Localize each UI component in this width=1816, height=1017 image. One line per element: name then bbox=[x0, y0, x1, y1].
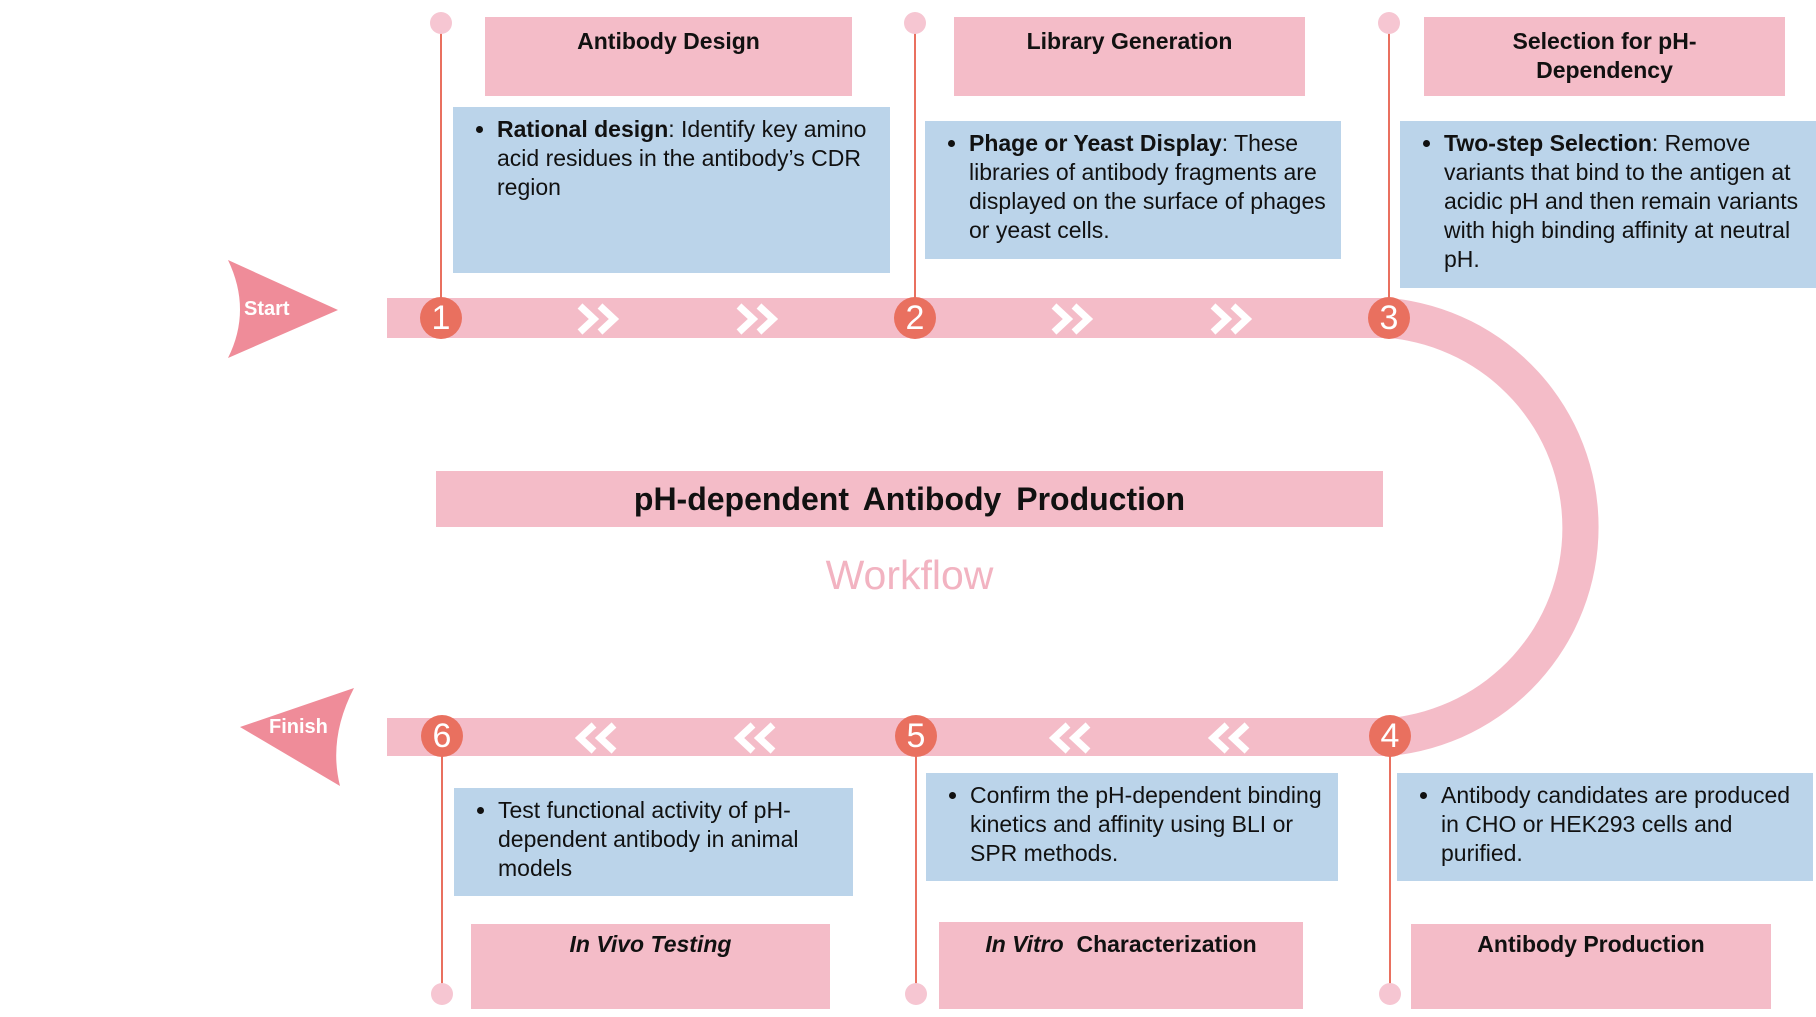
step-5-title: Characterization bbox=[1076, 931, 1257, 957]
page-title: pH-dependent Antibody Production bbox=[436, 471, 1383, 527]
step-number-2: 2 bbox=[894, 297, 936, 339]
step-3-title-box: Selection for pH-Dependency bbox=[1424, 17, 1785, 96]
finish-arrow-icon bbox=[240, 688, 354, 786]
step-6-title: Testing bbox=[650, 931, 732, 957]
step-5-description: Confirm the pH-dependent binding kinetic… bbox=[926, 773, 1338, 881]
step-2-description: Phage or Yeast Display: These libraries … bbox=[925, 121, 1341, 259]
dot-6 bbox=[431, 983, 453, 1005]
dot-2 bbox=[904, 12, 926, 34]
chevron-left-icons bbox=[574, 722, 1250, 754]
u-curve bbox=[1390, 298, 1599, 756]
dot-1 bbox=[430, 12, 452, 34]
step-5-title-box: In Vitro Characterization bbox=[939, 922, 1303, 1009]
step-1-lead: Rational design bbox=[497, 116, 669, 142]
step-3-title: Selection for pH-Dependency bbox=[1512, 28, 1697, 83]
step-1-title-box: Antibody Design bbox=[485, 17, 852, 96]
step-number-6: 6 bbox=[421, 715, 463, 757]
bottom-band bbox=[387, 718, 1390, 756]
step-4-text: Antibody candidates are produced in CHO … bbox=[1441, 782, 1791, 866]
step-number-4: 4 bbox=[1369, 715, 1411, 757]
step-6-title-italic: In Vivo bbox=[569, 931, 645, 957]
step-number-1: 1 bbox=[420, 297, 462, 339]
step-6-description: Test functional activity of pH-dependent… bbox=[454, 788, 853, 896]
step-number-5: 5 bbox=[895, 715, 937, 757]
step-4-title: Antibody Production bbox=[1477, 931, 1705, 957]
step-6-title-box: In Vivo Testing bbox=[471, 924, 830, 1009]
step-2-text: : These libraries of antibody fragments … bbox=[969, 130, 1326, 243]
step-5-text: Confirm the pH-dependent binding kinetic… bbox=[970, 782, 1322, 866]
top-band bbox=[387, 298, 1390, 338]
step-3-text: : Remove variants that bind to the antig… bbox=[1444, 130, 1799, 272]
step-2-title-box: Library Generation bbox=[954, 17, 1305, 96]
step-4-title-box: Antibody Production bbox=[1411, 924, 1771, 1009]
step-4-description: Antibody candidates are produced in CHO … bbox=[1397, 773, 1813, 881]
step-5-title-italic: In Vitro bbox=[985, 931, 1064, 957]
step-2-lead: Phage or Yeast Display bbox=[969, 130, 1222, 156]
dot-5 bbox=[905, 983, 927, 1005]
dot-3 bbox=[1378, 12, 1400, 34]
start-arrow-icon bbox=[228, 260, 338, 358]
step-1-text: : Identify key amino acid residues in th… bbox=[497, 116, 867, 200]
page-subtitle: Workflow bbox=[825, 552, 994, 598]
step-number-3: 3 bbox=[1368, 297, 1410, 339]
step-1-title: Antibody Design bbox=[577, 28, 760, 54]
finish-label: Finish bbox=[269, 716, 328, 738]
step-6-text: Test functional activity of pH-dependent… bbox=[498, 797, 799, 881]
start-label: Start bbox=[244, 298, 290, 320]
dot-4 bbox=[1379, 983, 1401, 1005]
step-1-description: Rational design: Identify key amino acid… bbox=[453, 107, 890, 273]
chevron-right-icons bbox=[577, 303, 1253, 335]
step-3-description: Two-step Selection: Remove variants that… bbox=[1400, 121, 1816, 288]
step-2-title: Library Generation bbox=[1026, 28, 1233, 54]
step-3-lead: Two-step Selection bbox=[1444, 130, 1652, 156]
